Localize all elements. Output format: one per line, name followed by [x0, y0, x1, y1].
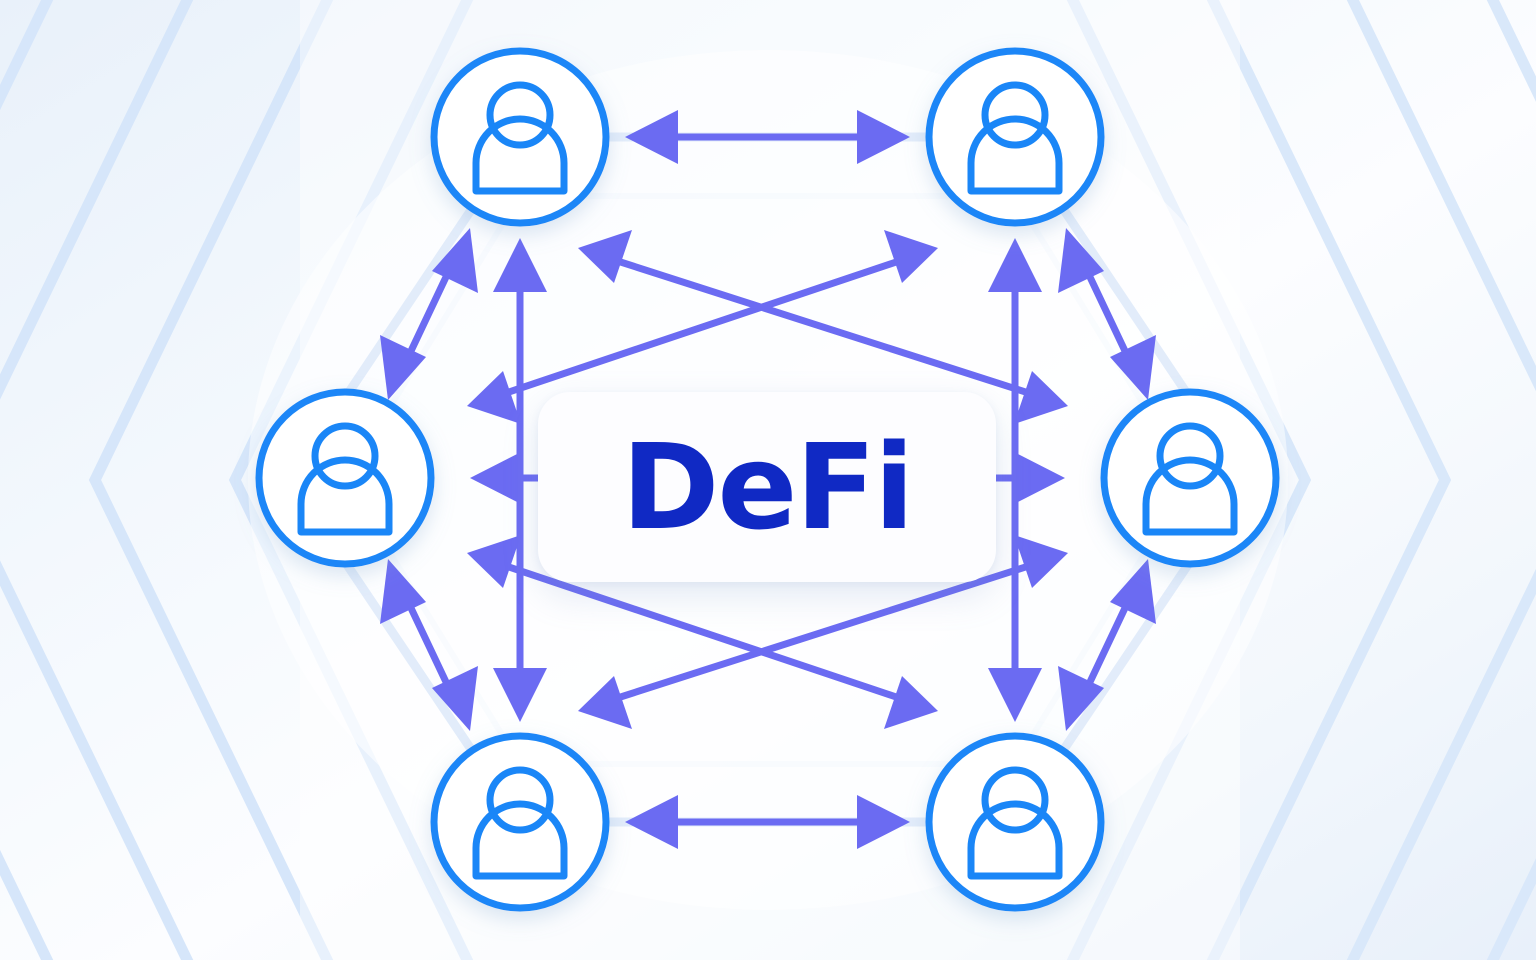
chevrons-left: [0, 0, 474, 960]
link-top-left-to-top-right: [625, 110, 910, 164]
link-center-to-right: [996, 451, 1065, 505]
link-center-to-left: [470, 451, 538, 505]
chevrons-right: [1066, 0, 1536, 960]
peer-node-left[interactable]: [255, 388, 435, 568]
link-left-to-top-right: [467, 230, 938, 424]
peer-node-bottom-left[interactable]: [430, 732, 610, 912]
link-left-to-bottom-left: [380, 559, 478, 731]
link-left-to-bottom-right: [467, 535, 938, 729]
link-top-left-to-right: [578, 230, 1068, 424]
peer-node-right[interactable]: [1100, 388, 1280, 568]
defi-label: DeFi: [621, 418, 914, 556]
peer-node-top-left[interactable]: [430, 47, 610, 227]
link-top-left-to-left: [380, 228, 478, 400]
peer-node-bottom-right[interactable]: [925, 732, 1105, 912]
link-right-to-bottom-right: [1058, 559, 1156, 731]
defi-center-card: DeFi: [538, 392, 996, 582]
link-bottom-left-to-bottom-right: [625, 795, 910, 849]
peer-node-top-right[interactable]: [925, 47, 1105, 227]
link-bottom-left-to-right: [578, 535, 1068, 729]
link-top-right-to-right: [1058, 228, 1156, 400]
